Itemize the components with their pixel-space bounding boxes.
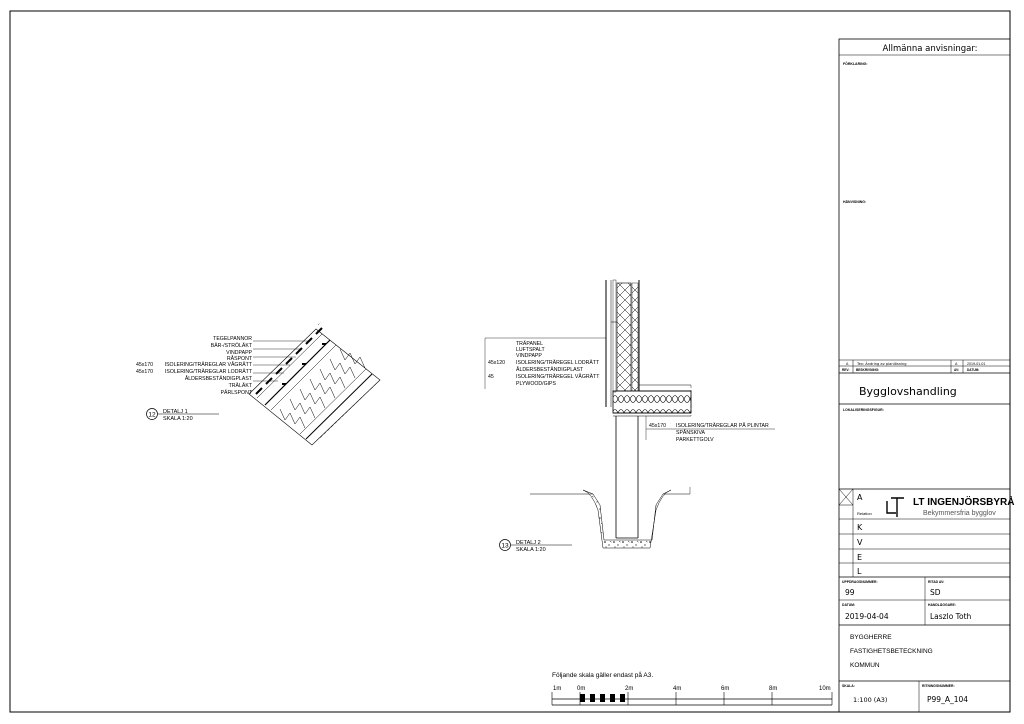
discipline-table: A Relation K V E L: [838, 488, 1010, 577]
location-label: LOKALISERINGSFIGUR:: [843, 408, 884, 412]
wall-label-air-gap: LUFTSPALT: [516, 347, 545, 353]
roof-dim-vertical: 45x170: [136, 369, 153, 375]
detail-2-wall-labels: TRÄPANEL LUFTSPALT VINDPAPP ISOLERING/TR…: [488, 340, 600, 387]
detail-1: TEGELPANNOR BÄR-/STRÖLÄKT VINDPAPP RÅSPO…: [136, 321, 381, 446]
wall-label-insulation-horizontal: ISOLERING/TRÄREGEL VÅGRÄTT: [516, 373, 600, 380]
scale-bar-blocks: [580, 694, 625, 702]
revision-description: Tex: Ändring av planlösning: [856, 361, 907, 366]
assignment-number-label: UPPDRAGSNUMMER:: [842, 580, 878, 584]
roof-label-lath: TRÄLÄKT: [229, 382, 253, 389]
scale-label: SKALA:: [842, 684, 855, 688]
date-header: DATUM:: [967, 368, 979, 372]
roof-label-insulation-horizontal: ISOLERING/TRÄREGLAR VÅGRÄTT: [165, 361, 253, 368]
client-label: BYGGHERRE: [850, 634, 892, 641]
scale-tick-4m: 4m: [673, 686, 681, 692]
scale-tick-2m: 2m: [625, 686, 633, 692]
roof-dim-horizontal: 45x170: [136, 362, 153, 368]
roof-section-drawing: [248, 321, 381, 446]
wall-label-panel: TRÄPANEL: [516, 340, 543, 347]
detail-1-number: 12: [148, 412, 156, 419]
detail-2-number: 13: [501, 543, 509, 550]
scale-tick-6m: 6m: [721, 686, 729, 692]
company-tagline: Bekymmersfria bygglov: [923, 510, 996, 517]
date-value: 2019-04-04: [845, 612, 889, 621]
municipality-label: KOMMUN: [850, 662, 880, 669]
roof-label-tiles: TEGELPANNOR: [213, 336, 252, 342]
roof-label-battens: BÄR-/STRÖLÄKT: [211, 342, 253, 349]
floor-dim-insulation: 45x170: [649, 423, 666, 429]
property-label: FASTIGHETSBETECKNING: [850, 648, 933, 655]
revision-table: A Tex: Ändring av planlösning A 2019-01-…: [839, 359, 1010, 374]
revision-by: A: [955, 362, 958, 366]
roof-label-insulation-vertical: ISOLERING/TRÄREGLAR LODRÄTT: [165, 368, 253, 375]
detail-2: TRÄPANEL LUFTSPALT VINDPAPP ISOLERING/TR…: [484, 279, 775, 553]
detail-2-floor-labels: 45x170 ISOLERING/TRÄREGLAR PÅ PLINTAR SP…: [649, 422, 769, 443]
company-name: LT INGENJÖRSBYRÅ: [913, 495, 1015, 508]
detail-1-labels: TEGELPANNOR BÄR-/STRÖLÄKT VINDPAPP RÅSPO…: [165, 336, 253, 396]
roof-label-wind-paper: VINDPAPP: [226, 350, 252, 356]
assignment-number: 99: [845, 588, 855, 597]
discipline-e: E: [857, 553, 862, 562]
drawn-by: SD: [930, 588, 941, 597]
scale-bar: Följande skala gäller endast på A3. 1m 0…: [551, 671, 833, 706]
roof-label-vapour-barrier: ÅLDERSBESTÄNDIGPLAST: [185, 375, 253, 382]
floor-label-chipboard: SPÅNSKIVA: [676, 429, 706, 436]
legend-label: FÖRKLARING:: [843, 62, 868, 66]
detail-2-callout: 13 DETALJ 2 SKALA 1:20: [499, 539, 572, 553]
detail-1-callout: 12 DETALJ 1 SKALA 1:20: [146, 408, 219, 422]
reference-label: HÄNVISNING:: [843, 200, 866, 204]
relation-label: Relation: [857, 511, 872, 516]
discipline-l: L: [857, 567, 862, 576]
drawing-number-label: RITNINGSNUMMER:: [922, 684, 955, 688]
floor-label-insulation: ISOLERING/TRÄREGLAR PÅ PLINTAR: [676, 422, 769, 429]
scale-tick-0m: 0m: [577, 686, 585, 692]
scale-note: Följande skala gäller endast på A3.: [552, 671, 653, 679]
floor-label-parquet: PARKETTGOLV: [676, 437, 714, 443]
detail-1-scale: SKALA 1:20: [163, 416, 193, 422]
detail-2-scale: SKALA 1:20: [516, 547, 546, 553]
handler-label: HANDLÄGGARE:: [928, 603, 956, 607]
date-label: DATUM:: [842, 603, 855, 607]
handler-value: Laszlo Toth: [930, 612, 972, 621]
scale-tick-10m: 10m: [819, 686, 831, 692]
discipline-v: V: [857, 538, 863, 547]
wall-label-insulation-vertical: ISOLERING/TRÄREGEL LODRÄTT: [516, 359, 600, 366]
revision-code: A: [846, 362, 849, 366]
scale-tick-1m: 1m: [553, 686, 561, 692]
roof-label-boarding: RÅSPONT: [227, 355, 253, 362]
description-header: BESKRIVNING:: [856, 368, 879, 372]
project-info: UPPDRAGSNUMMER: 99 RITAD AV: SD DATUM: 2…: [839, 576, 1010, 712]
revision-date: 2019-01-01: [967, 362, 985, 366]
detail-2-title: DETALJ 2: [516, 540, 541, 546]
scale-tick-8m: 8m: [769, 686, 777, 692]
wall-dim-vertical: 45x120: [488, 360, 505, 366]
wall-section-drawing: [530, 279, 692, 549]
discipline-a: A: [857, 493, 863, 502]
roof-label-ceiling-boards: PÄRLSPONT: [221, 389, 253, 396]
drawing-number: P99_A_104: [927, 695, 968, 704]
scale-value: 1:100 (A3): [853, 696, 887, 704]
wall-dim-horizontal: 45: [488, 374, 494, 380]
detail-1-title: DETALJ 1: [163, 409, 188, 415]
title-block: Allmänna anvisningar: FÖRKLARING: HÄNVIS…: [838, 38, 1015, 713]
company-logo: LT INGENJÖRSBYRÅ Bekymmersfria bygglov: [886, 495, 1015, 517]
wall-label-vapour-barrier: ÅLDERSBESTÄNDIGPLAST: [516, 366, 584, 373]
status-title: Bygglovshandling: [859, 385, 957, 398]
scale-bar-labels: 1m 0m 2m 4m 6m 8m 10m: [553, 686, 831, 692]
wall-label-plywood: PLYWOOD/GIPS: [516, 381, 557, 387]
general-instructions-heading: Allmänna anvisningar:: [882, 44, 977, 54]
wall-label-wind-paper: VINDPAPP: [516, 353, 542, 359]
discipline-k: K: [857, 523, 863, 532]
rev-header: REV:: [842, 368, 849, 372]
drawn-by-label: RITAD AV:: [928, 580, 944, 584]
by-header: AV:: [954, 368, 959, 372]
